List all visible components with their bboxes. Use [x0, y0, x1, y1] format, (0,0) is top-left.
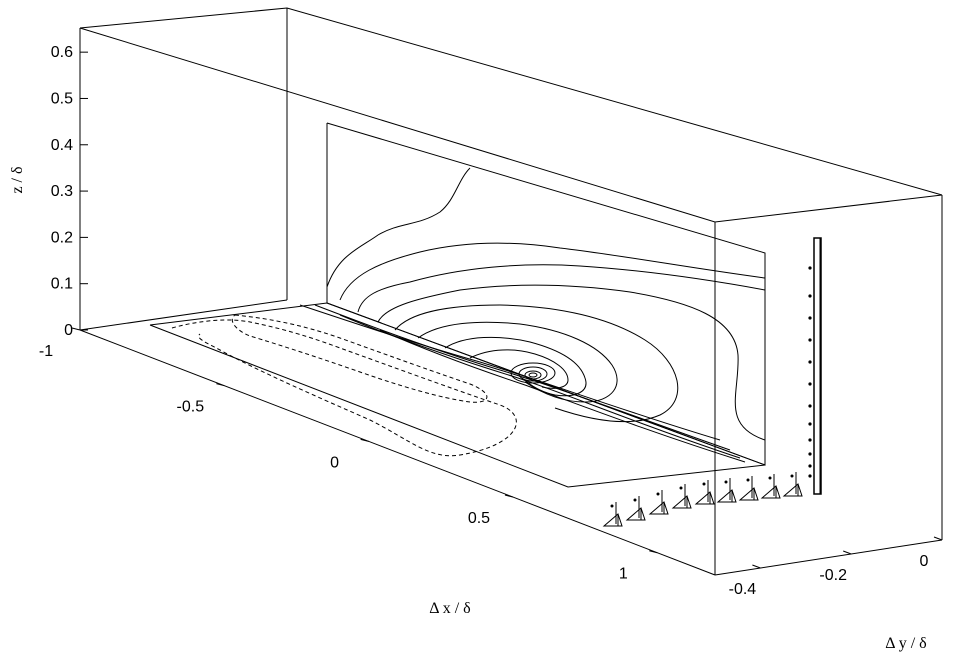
contour-line	[394, 304, 679, 423]
box-floor-back-edge	[79, 299, 288, 331]
z-axis-label: z / δ	[9, 166, 26, 193]
probe-point	[808, 382, 812, 386]
box-back-top-edge	[79, 7, 943, 196]
x-axis-tick-label: -1	[39, 343, 53, 360]
contour-line	[299, 304, 721, 441]
contour-line	[326, 167, 471, 288]
z-axis-tick-label: 0.2	[51, 229, 73, 246]
probe-symbol	[694, 480, 715, 505]
y-axis-tick-label: -0.4	[729, 581, 757, 598]
box-floor-right-edge	[714, 539, 943, 576]
x-axis-tick	[360, 438, 369, 442]
bounding-box	[79, 7, 943, 576]
vertical-contour-plane	[326, 122, 766, 466]
x-axis-tick	[216, 383, 225, 387]
x-axis-tick-label: 1	[619, 566, 628, 583]
y-axis-tick-label: 0	[920, 553, 929, 570]
z-axis-tick-label: 0.6	[51, 44, 73, 61]
probe-symbol	[760, 474, 781, 499]
box-floor-left-edge	[79, 329, 716, 576]
probe-point	[808, 452, 812, 456]
probe-point	[808, 294, 812, 298]
probe-point	[808, 316, 812, 320]
probe-point	[808, 338, 812, 342]
probe-symbol	[648, 490, 669, 515]
contour-line	[379, 329, 746, 463]
y-axis-tick	[843, 550, 852, 555]
vertical-plane-frame	[326, 122, 766, 466]
contour-line	[469, 349, 569, 389]
z-axis-tick-label: 0.3	[51, 183, 73, 200]
contour-line	[357, 264, 766, 313]
y-axis-tick	[752, 564, 761, 569]
z-axis-tick-label: 0	[64, 322, 73, 339]
box-front-face	[79, 27, 943, 223]
contour-line	[314, 304, 731, 451]
probe-symbol	[602, 502, 623, 527]
wall-plane-frame	[149, 302, 766, 488]
x-axis-label: Δ x / δ	[429, 600, 470, 617]
probe-point	[808, 360, 812, 364]
probe-point	[808, 266, 812, 270]
probe-symbol	[625, 496, 646, 521]
x-axis-tick-label: 0	[330, 454, 339, 471]
contour-line	[377, 284, 766, 441]
y-axis-tick	[933, 536, 943, 541]
z-axis-tick-label: 0.5	[51, 90, 73, 107]
z-axis-tick-label: 0.4	[51, 137, 73, 154]
probe-point	[808, 464, 812, 468]
contour-line	[528, 372, 538, 378]
x-axis-tick	[649, 550, 658, 554]
contour-line	[417, 321, 618, 403]
probe-symbols	[602, 472, 803, 527]
probe-symbol	[716, 478, 737, 503]
x-axis-tick	[71, 327, 81, 331]
x-axis-tick	[504, 494, 514, 498]
y-axis: -0.4 -0.2 0	[729, 536, 943, 598]
x-axis-tick-label: -0.5	[177, 399, 205, 416]
probe-point	[808, 438, 812, 442]
probe-point	[808, 404, 812, 408]
probe-rake	[808, 237, 822, 495]
contour-line	[231, 314, 488, 403]
z-axis: 0 0.1 0.2 0.3 0.4 0.5 0.6	[51, 44, 88, 339]
contour-line	[524, 370, 542, 380]
probe-point	[808, 474, 812, 478]
probe-symbol	[671, 484, 692, 509]
x-axis-tick-label: 0.5	[468, 510, 490, 527]
wall-contour-plane	[149, 302, 766, 488]
x-axis: -1 -0.5 0 0.5 1	[39, 327, 658, 583]
probe-symbol	[738, 476, 759, 501]
y-axis-tick-label: -0.2	[819, 567, 847, 584]
y-axis-label: Δ y / δ	[885, 635, 926, 652]
probe-rake-shaft	[813, 237, 822, 495]
probe-symbol	[782, 472, 803, 497]
probe-rake-points	[808, 266, 812, 478]
probe-point	[808, 422, 812, 426]
contour-line	[171, 319, 517, 457]
z-axis-tick-label: 0.1	[51, 276, 73, 293]
contour-line	[339, 242, 766, 301]
